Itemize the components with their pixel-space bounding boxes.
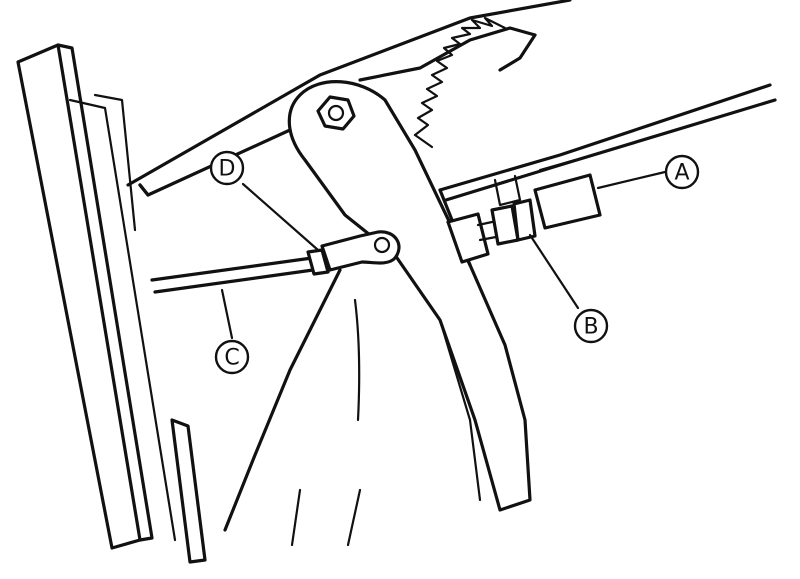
callout-b: B: [573, 308, 609, 344]
callout-c-label: C: [224, 346, 239, 371]
leader-c: [220, 288, 234, 340]
stop-switch-body: [533, 173, 602, 230]
clevis-pin-hole: [373, 236, 391, 254]
callout-d-label: D: [219, 157, 236, 182]
leader-lines: [220, 170, 667, 340]
lower-linkage: [223, 268, 362, 547]
callout-a-label: A: [674, 161, 689, 186]
callout-d: D: [209, 150, 245, 186]
switch-assembly: [438, 83, 777, 264]
return-spring: [413, 16, 507, 149]
callout-a: A: [664, 154, 700, 190]
leader-b: [528, 233, 580, 310]
callout-c: C: [214, 339, 250, 375]
callout-b-label: B: [583, 315, 598, 340]
leader-d: [241, 182, 320, 252]
pushrod-assembly: [150, 230, 401, 294]
pivot-bolt: [316, 95, 356, 131]
left-frame-panel: [16, 43, 207, 564]
clevis: [320, 230, 401, 272]
leader-a: [596, 170, 667, 190]
